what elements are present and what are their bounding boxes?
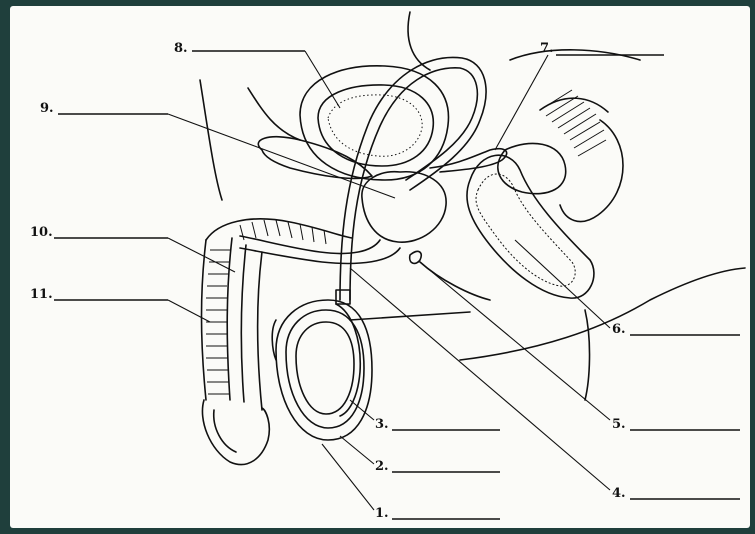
worksheet-frame: 8. 7. 9. 10. 11. 6. 3. 5. 2.: [10, 6, 750, 528]
label-9-leader: [168, 114, 395, 198]
anatomical-illustration: [200, 12, 745, 465]
label-8-number: 8.: [174, 41, 188, 56]
label-9-number: 9.: [40, 101, 54, 116]
bladder: [300, 66, 448, 180]
label-6-number: 6.: [612, 322, 626, 337]
label-11-leader: [168, 300, 210, 322]
label-1-number: 1.: [375, 506, 389, 521]
label-3: 3.: [350, 400, 500, 432]
label-6: 6.: [515, 240, 740, 337]
label-4-number: 4.: [612, 486, 626, 501]
testis: [272, 290, 372, 440]
anatomy-diagram: 8. 7. 9. 10. 11. 6. 3. 5. 2.: [10, 6, 750, 528]
label-10-leader: [168, 238, 235, 272]
label-8-leader: [305, 51, 340, 108]
label-7: 7.: [495, 41, 664, 150]
label-7-number: 7.: [540, 41, 554, 56]
label-3-number: 3.: [375, 417, 389, 432]
prostate: [362, 172, 446, 242]
label-11: 11.: [30, 287, 210, 322]
label-11-number: 11.: [30, 287, 53, 302]
label-1-leader: [322, 444, 374, 510]
label-5-leader: [420, 262, 610, 420]
label-2: 2.: [340, 436, 500, 474]
label-4: 4.: [350, 268, 740, 501]
label-6-leader: [515, 240, 610, 328]
label-5: 5.: [420, 262, 740, 432]
label-4-leader: [350, 268, 610, 490]
label-2-number: 2.: [375, 459, 389, 474]
label-1: 1.: [322, 444, 500, 521]
label-7-leader: [495, 55, 548, 150]
rectum: [467, 90, 608, 298]
label-10-number: 10.: [30, 225, 53, 240]
label-2-leader: [340, 436, 374, 464]
label-5-number: 5.: [612, 417, 626, 432]
label-8: 8.: [174, 41, 340, 108]
